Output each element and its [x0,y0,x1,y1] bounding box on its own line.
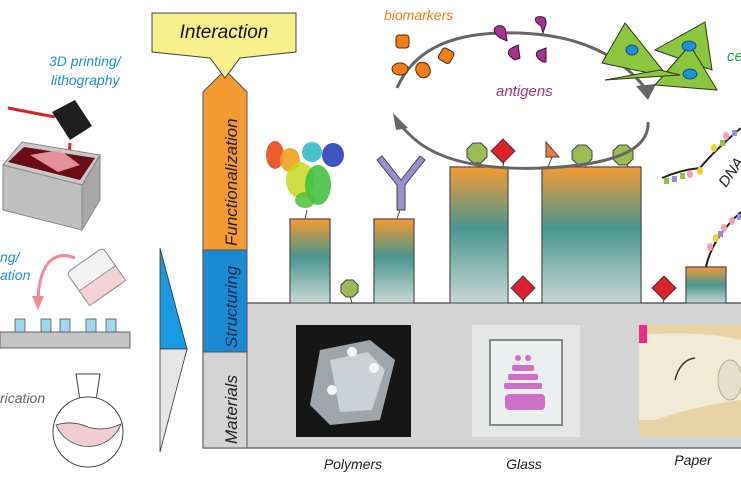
pour-arrowhead-icon [32,296,44,310]
cycle-arrowhead-right-icon [636,84,656,100]
laser-beam [7,106,56,119]
mold-post [14,318,26,333]
material-label-paper: Paper [674,452,713,468]
casting-label-line1: ng/ [0,249,22,265]
mold-post [59,318,71,333]
mold-post [105,318,117,333]
glass-photo [472,325,580,437]
interaction-layer-label: Interaction [180,22,269,43]
cycle-arrow-bottom [398,121,650,170]
resin-vat-side [81,153,101,232]
pillar-paper-1 [685,266,727,304]
polymer-photo [296,325,411,437]
fabrication-3d-printing: 3D printing/ lithography [2,53,123,232]
protein-structure-icon [266,141,344,220]
fabrication-synthesis: rication [0,373,124,468]
cell-nuclei-icon [625,40,698,80]
antigens-label: antigens [496,83,553,100]
pillar-glass-1 [449,166,509,304]
cells-icon [601,21,718,91]
casting-label-line2: ation [0,267,31,283]
functionalization-layer-arrow [202,69,248,251]
cells-label: ce [727,48,741,65]
pillar-glass-2 [541,166,642,304]
functionalization-layer-label: Functionalization [222,118,241,246]
biomarkers-label: biomarkers [384,7,453,23]
flask-icon [52,373,124,468]
printing-label-line2: lithography [51,72,120,88]
dna-strand-probe-icon [705,211,741,268]
beaker-icon [67,248,127,307]
mold-substrate [0,331,131,349]
pillar-polymer-2 [373,218,415,304]
material-label-glass: Glass [506,456,542,472]
pour-arrow [36,254,76,299]
octagon-ligand-icon [340,279,359,304]
structuring-layer-label: Structuring [222,265,241,348]
synthesis-label: rication [0,390,45,406]
biomarker-shapes-icon [391,34,455,79]
cycle-arrowhead-left-icon [393,113,408,130]
pillar-polymer-1 [289,218,331,304]
materials-layer-box [202,351,248,449]
dna-strand-icon [661,127,741,184]
materials-layer-label: Materials [222,375,241,444]
diamond-ligand-icon [490,138,516,168]
antibody-icon [376,155,426,220]
paper-photo [639,325,741,437]
fabrication-triangle-arrow [159,247,188,453]
printed-part-icon [30,150,80,172]
mold-post [40,318,52,333]
printing-label-line1: 3D printing/ [49,53,123,69]
triangle-ligand-icon [545,140,561,168]
interaction-layer-banner [151,12,297,79]
scanner-mirror-icon [52,100,92,140]
mold-post [85,318,97,333]
diamond-ligand-icon [651,275,677,304]
structuring-layer-box [202,249,248,353]
material-label-polymers: Polymers [324,456,382,472]
diamond-ligand-icon [510,275,536,304]
dna-label: DNA [715,155,741,191]
antigen-droplets-icon [493,16,547,63]
fabrication-casting: ng/ ation [0,248,131,349]
